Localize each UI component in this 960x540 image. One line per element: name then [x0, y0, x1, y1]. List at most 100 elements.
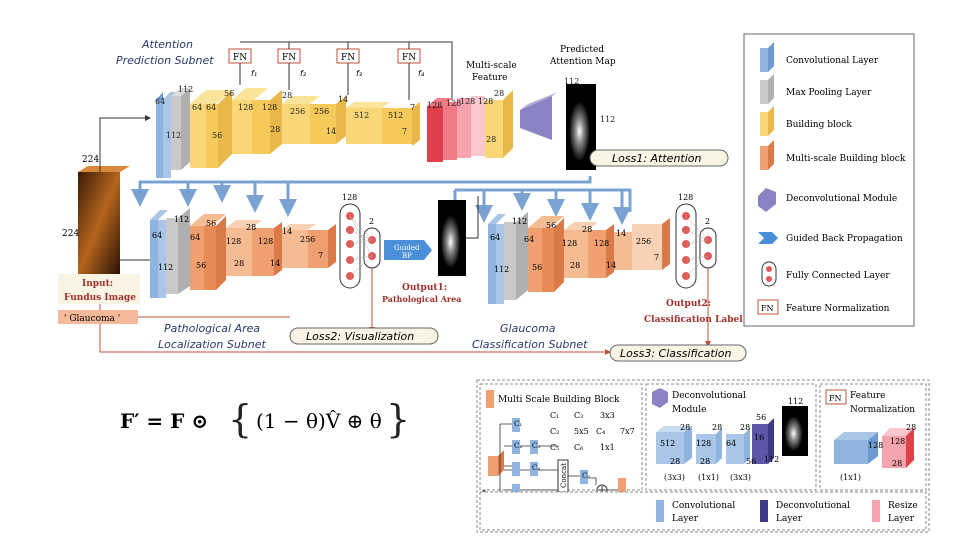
f2-label: f₂: [300, 69, 307, 78]
pal-subnet-title: Pathological Area: [164, 322, 260, 335]
legend-fc: Fully Connected Layer: [786, 271, 890, 281]
dim: 64: [190, 233, 200, 242]
fn-label-2: FN: [282, 53, 296, 63]
dim: 56: [206, 219, 216, 228]
deconv-title: Deconvolutional: [672, 391, 746, 401]
dim: 28: [712, 423, 722, 432]
dim: 128: [427, 101, 442, 110]
att-deconv: [520, 96, 552, 140]
msbb-title: Multi Scale Building Block: [498, 395, 620, 405]
dim: 64: [524, 235, 534, 244]
c-label: C₃: [532, 442, 540, 450]
dim: 28: [892, 459, 902, 468]
dim: 2: [369, 217, 374, 226]
glaucoma-tag: [58, 310, 138, 324]
predicted-map-label-2: Attention Map: [549, 57, 616, 67]
bottom-legend-deconv-2: Layer: [776, 514, 803, 524]
c-label: 1x1: [600, 443, 615, 452]
dim: (3x3): [730, 473, 751, 482]
dim: 56: [746, 457, 756, 466]
dim: 14: [606, 261, 616, 270]
bottom-legend-deconv: Deconvolutional: [776, 501, 850, 511]
dim: 112: [764, 455, 779, 464]
attention-subnet: Attention Prediction Subnet FN FN FN FN …: [116, 38, 729, 178]
svg-text:}: }: [386, 397, 410, 441]
c-label: 5x5: [574, 427, 589, 436]
loss1-box: [589, 149, 729, 167]
output1-label: Output1:: [402, 283, 447, 293]
loss2-box: [289, 327, 439, 345]
output1-label-2: Pathological Area: [382, 294, 461, 304]
bottom-legend-resize: Resize: [888, 501, 918, 511]
dim: 28: [740, 423, 750, 432]
dim: 112: [564, 77, 579, 86]
dim: 112: [600, 115, 615, 124]
legend-conv: Convolutional Layer: [786, 56, 879, 66]
dim: 128: [868, 441, 883, 450]
bottom-legend-conv: Convolutional: [672, 501, 735, 511]
dim: 2: [705, 217, 710, 226]
dim: 112: [788, 397, 803, 406]
dim: 16: [754, 433, 764, 442]
dim: 64: [490, 233, 500, 242]
c-label: C₂: [550, 427, 559, 436]
legend-pool-swatch: [760, 80, 768, 104]
dim: 128: [562, 239, 577, 248]
dim: 112: [174, 215, 189, 224]
dim: 28: [582, 225, 592, 234]
pal-subnet-title-2: Localization Subnet: [158, 338, 267, 351]
f4-label: f₄: [418, 69, 425, 78]
guided-bp-arrow: [384, 240, 432, 260]
fn-boxes: FN FN FN FN f₁ f₂ f₃ f₄: [228, 41, 453, 100]
dim: 128: [460, 97, 475, 106]
dim: 128: [262, 103, 277, 112]
guided-bp-label: Guided: [394, 244, 420, 252]
dim: 128: [478, 97, 493, 106]
c-label: C₁: [550, 411, 559, 420]
dim: 128: [342, 193, 357, 202]
fn-detail-box: FN: [829, 394, 842, 403]
bottom-legend-conv-2: Layer: [672, 514, 699, 524]
dim: 14: [326, 127, 336, 136]
dim: 7: [410, 103, 415, 112]
legend-msbb: Multi-scale Building block: [786, 154, 906, 164]
pathological-area-output: [438, 200, 466, 276]
glaucoma-tag-label: ' Glaucoma ': [64, 314, 120, 324]
dim: 28: [282, 91, 292, 100]
dim: 256: [300, 235, 315, 244]
c-label: 3x3: [600, 411, 615, 420]
dim: 64: [152, 231, 162, 240]
input-label: Input:: [82, 279, 113, 289]
dim: 56: [532, 263, 542, 272]
attention-title-2: Prediction Subnet: [116, 54, 214, 67]
dim: 64: [726, 439, 736, 448]
fn-detail-title: Feature: [850, 391, 886, 401]
dim: 112: [166, 131, 181, 140]
c-label: C₂: [514, 442, 522, 450]
dim: 14: [282, 227, 292, 236]
dim: 28: [906, 423, 916, 432]
detail-panel: Multi Scale Building Block C₁ C₃ 3x3 C₂ …: [476, 379, 930, 533]
dim: 512: [354, 111, 369, 120]
dim-224-a: 224: [82, 155, 99, 165]
dim: 28: [670, 457, 680, 466]
formula: F′ = F ⊙ { (1 − θ)V̂ ⊕ θ }: [120, 397, 410, 441]
dim: 128: [594, 239, 609, 248]
legend-deconv-swatch: [758, 188, 776, 212]
dim: 112: [512, 217, 527, 226]
dim: 128: [446, 99, 461, 108]
dim: 14: [616, 229, 626, 238]
dim: 64: [206, 103, 216, 112]
legend-building: Building block: [786, 120, 852, 130]
legend-fn-swatch: [757, 299, 779, 315]
att-building-blocks: [190, 88, 420, 168]
dim: 128: [226, 237, 241, 246]
legend-fn-box: FN: [761, 304, 774, 313]
dim: 256: [314, 107, 329, 116]
dim: 256: [290, 107, 305, 116]
dim: (1x1): [840, 473, 861, 482]
dim: 28: [486, 135, 496, 144]
legend-fn: Feature Normalization: [786, 304, 890, 314]
loss3-box: [609, 344, 747, 362]
